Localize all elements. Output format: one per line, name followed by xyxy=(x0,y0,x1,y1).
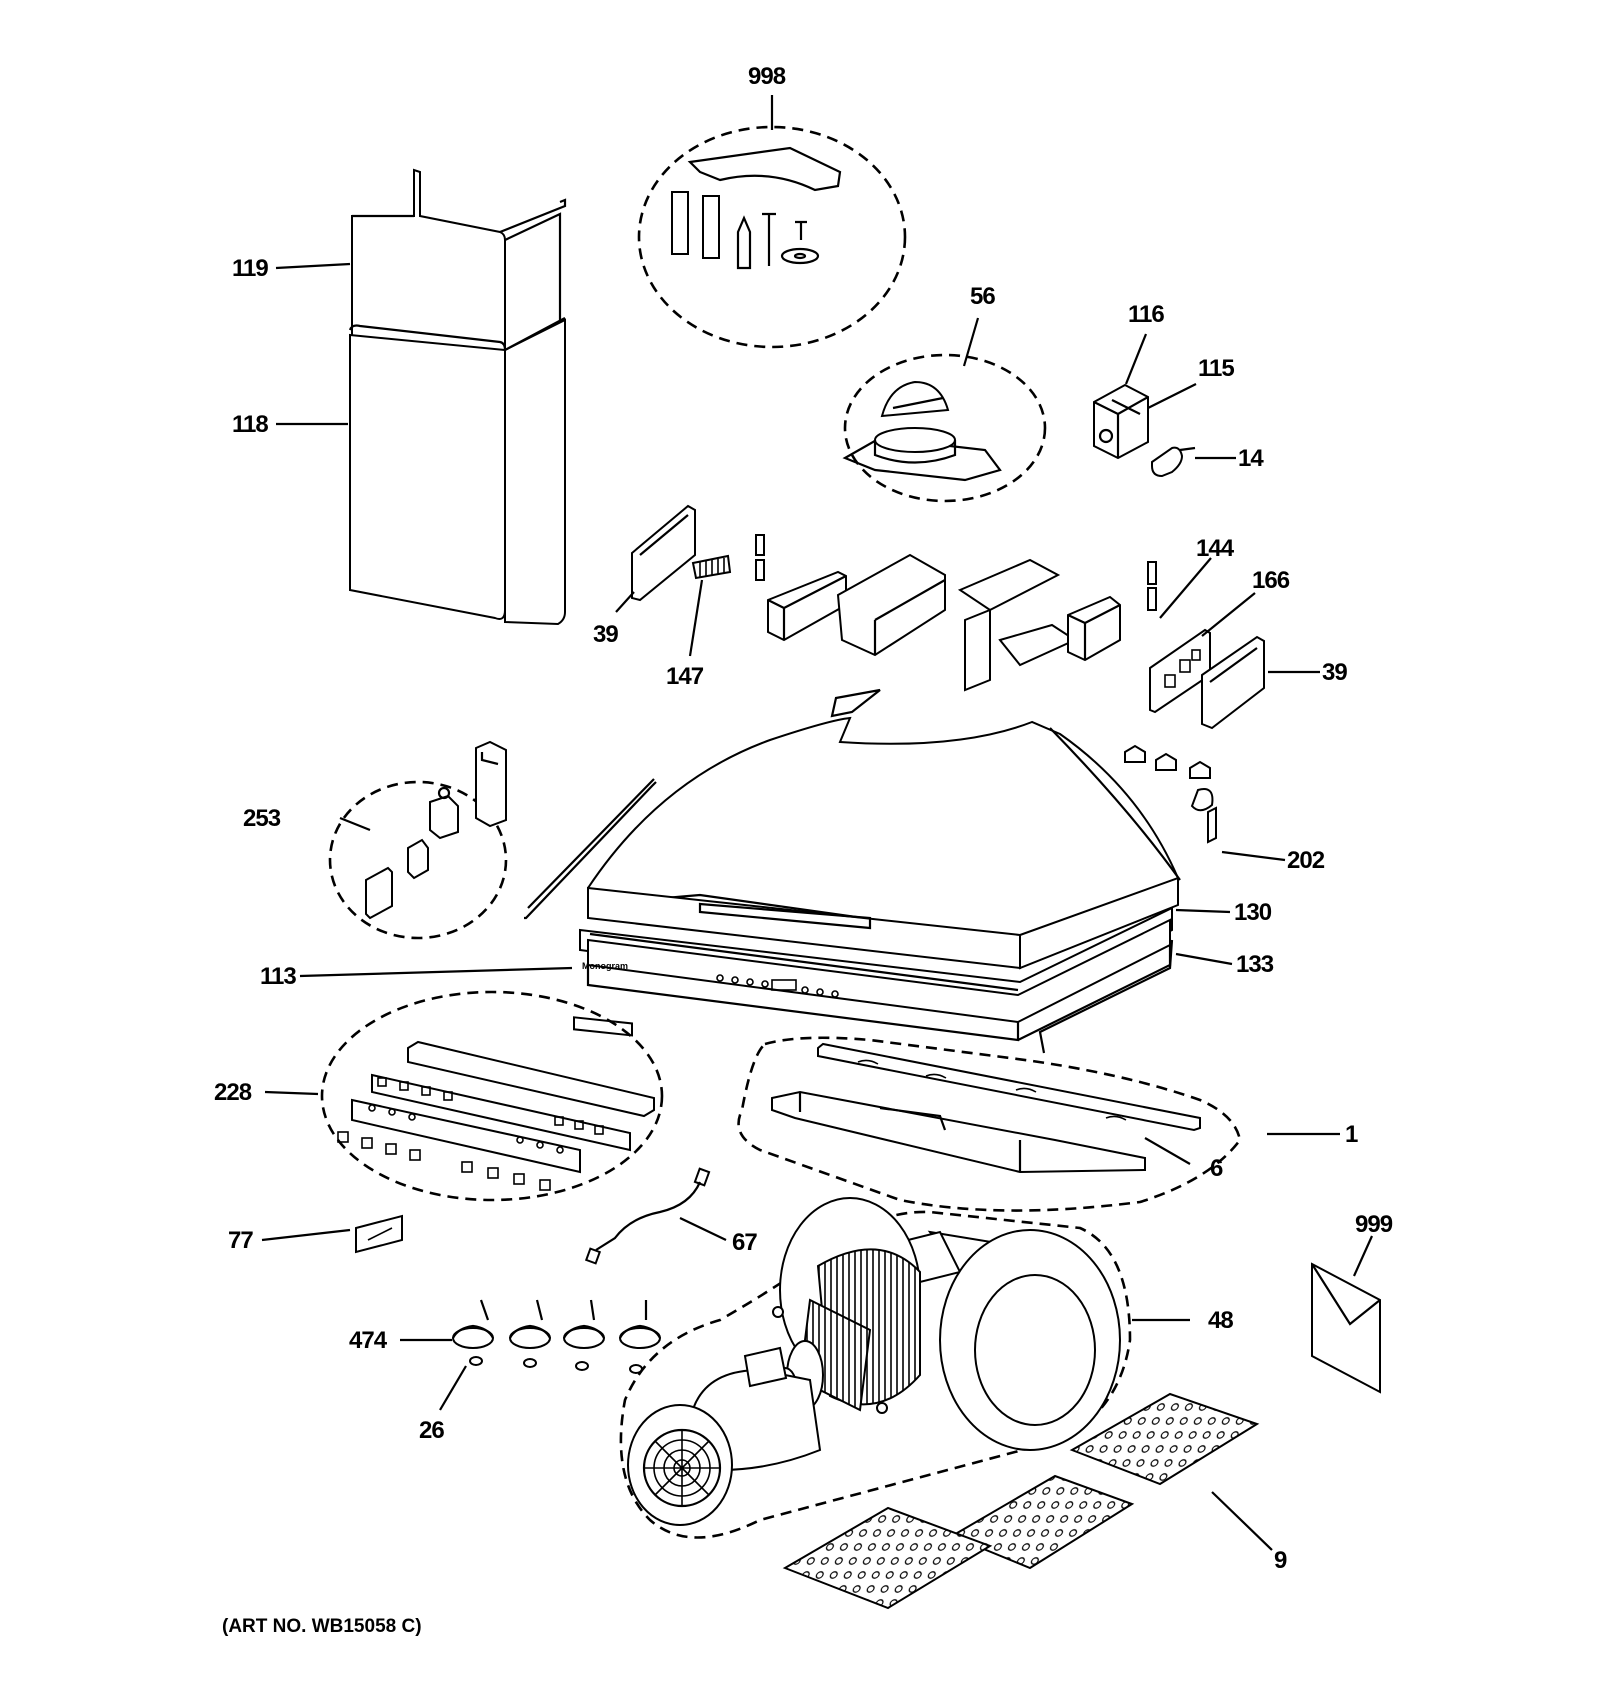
part-130-filter-frame xyxy=(579,906,1173,1010)
label-48: 48 xyxy=(1208,1307,1233,1334)
label-116: 116 xyxy=(1128,301,1164,328)
part-113-control-panel: Monogram xyxy=(573,918,1172,1042)
part-14-capacitor xyxy=(1151,446,1196,478)
part-202-thermal-switch xyxy=(1207,806,1217,844)
part-228-control-switch-kit xyxy=(320,990,664,1202)
label-67: 67 xyxy=(732,1229,757,1256)
label-998: 998 xyxy=(748,63,786,90)
label-115: 115 xyxy=(1198,355,1234,382)
label-118: 118 xyxy=(232,411,268,438)
part-labels: 998 119 118 56 116 115 14 39 147 144 166… xyxy=(214,63,1394,1637)
label-999: 999 xyxy=(1355,1211,1393,1238)
part-67-wire-harness xyxy=(584,1167,711,1265)
part-26-lamp-bulbs xyxy=(469,1356,643,1374)
label-26: 26 xyxy=(419,1417,444,1444)
part-39-cover-plate-right xyxy=(1201,635,1265,730)
part-133-hood-trim xyxy=(1038,939,1174,1054)
part-48-blower-assembly xyxy=(619,1197,1132,1539)
label-39-left: 39 xyxy=(593,621,618,648)
art-number: (ART NO. WB15058 C) xyxy=(222,1616,422,1637)
label-14: 14 xyxy=(1238,445,1264,472)
part-474-lamp-sockets xyxy=(452,1299,661,1349)
label-133: 133 xyxy=(1236,951,1274,978)
label-144: 144 xyxy=(1196,535,1235,562)
part-147-terminal-block xyxy=(691,554,732,580)
label-228: 228 xyxy=(214,1079,252,1106)
leader-lines xyxy=(261,95,1374,1551)
nameplate-text: Monogram xyxy=(582,961,628,971)
part-999-literature-envelope xyxy=(1311,1262,1381,1394)
part-116-capacitor-bracket xyxy=(1093,383,1149,460)
label-119: 119 xyxy=(232,255,268,282)
part-9-grease-filters xyxy=(782,1392,1260,1610)
label-56: 56 xyxy=(970,283,995,310)
part-253-switch-kit xyxy=(328,740,508,940)
label-6: 6 xyxy=(1210,1155,1223,1182)
label-474: 474 xyxy=(349,1327,388,1354)
label-113: 113 xyxy=(260,963,296,990)
light-module-assembly xyxy=(755,534,1157,692)
label-166: 166 xyxy=(1252,567,1290,594)
part-1-grease-channel-kit xyxy=(737,1036,1242,1212)
label-202: 202 xyxy=(1287,847,1325,874)
label-130: 130 xyxy=(1234,899,1272,926)
part-998-mounting-hardware-kit xyxy=(637,125,907,349)
part-56-damper-kit xyxy=(842,353,1047,503)
label-39-right: 39 xyxy=(1322,659,1347,686)
label-9: 9 xyxy=(1274,1547,1287,1574)
part-119-upper-duct-cover xyxy=(351,168,567,351)
hood-canopy xyxy=(524,688,1181,970)
part-118-lower-duct-cover xyxy=(348,317,566,626)
part-39-cover-plate-left xyxy=(631,504,696,602)
wire-clips xyxy=(1124,744,1214,812)
part-77-light-lens xyxy=(355,1214,403,1254)
label-147: 147 xyxy=(666,663,704,690)
label-77: 77 xyxy=(228,1227,253,1254)
label-1: 1 xyxy=(1345,1121,1358,1148)
label-253: 253 xyxy=(243,805,281,832)
